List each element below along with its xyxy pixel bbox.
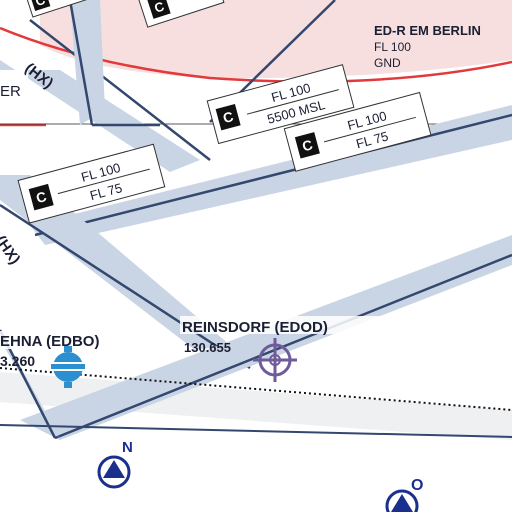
svg-text:EHNA (EDBO): EHNA (EDBO): [0, 333, 99, 350]
restricted-area-label: ED-R EM BERLIN FL 100 GND: [374, 23, 481, 70]
svg-text:FL 100: FL 100: [374, 40, 411, 54]
svg-text:REINSDORF (EDOD): REINSDORF (EDOD): [182, 319, 328, 336]
partial-class-box: C: [137, 0, 225, 28]
svg-text:C: C: [152, 0, 166, 16]
svg-text:C: C: [300, 136, 314, 154]
svg-text:C: C: [221, 108, 235, 126]
svg-text:O: O: [411, 477, 423, 494]
airspace-class-box: C FL 100 FL 75: [283, 91, 432, 172]
partial-label: ER: [0, 83, 21, 100]
svg-text:130.655: 130.655: [184, 340, 231, 355]
svg-text:N: N: [122, 439, 133, 456]
airport-ehna: EHNA (EDBO) 3.260: [0, 331, 128, 388]
svg-text:ED-R EM BERLIN: ED-R EM BERLIN: [374, 23, 481, 38]
svg-text:3.260: 3.260: [0, 353, 35, 369]
partial-class-box: C: [24, 0, 89, 18]
dotted-route-line: [0, 367, 512, 411]
reporting-point-o: O: [385, 477, 423, 512]
reporting-point-n: N: [97, 439, 133, 489]
airport-symbol-icon: [253, 338, 297, 382]
svg-text:C: C: [33, 0, 47, 9]
airspace-hx-label: (HX): [0, 233, 23, 268]
airspace-class-box: C FL 100 5500 MSL: [206, 64, 355, 145]
airfield-symbol-icon: [49, 346, 87, 388]
svg-text:GND: GND: [374, 56, 401, 70]
svg-text:C: C: [34, 188, 48, 206]
airspace-class-box: C FL 100 FL 75: [17, 143, 166, 224]
airport-reinsdorf: REINSDORF (EDOD) 130.655: [180, 316, 380, 382]
